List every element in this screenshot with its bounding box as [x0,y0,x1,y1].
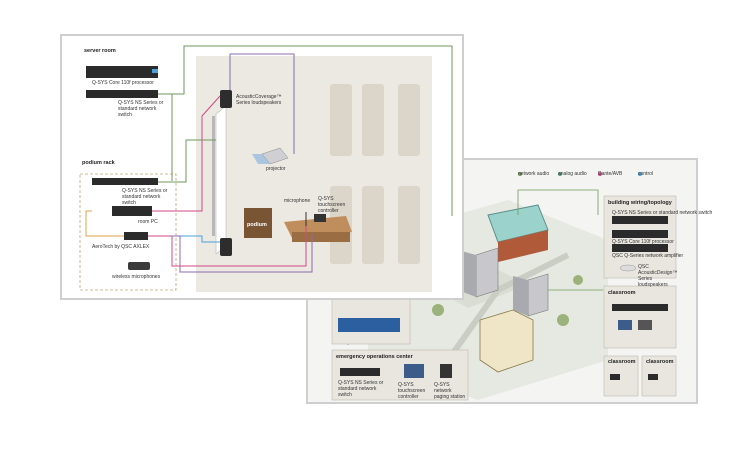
room-floor [196,56,432,292]
small-room-a [603,355,639,397]
legend-item: network audio [518,171,550,177]
cable-pink [152,95,221,212]
desk-touchscreen [314,214,326,222]
tree [432,304,444,316]
campus-topology-diagram: network audio analog audio Dante/AVB con… [306,158,712,404]
room-pc [112,206,152,216]
eoc-touchscreen [404,364,424,378]
cable-orange [85,210,124,237]
rack-switch [92,178,158,185]
building-mid [527,273,549,317]
rack-switch [612,216,668,224]
classroom-illustration [79,45,453,292]
tree [573,275,583,285]
server-room-title: server room [84,48,116,54]
wireless-mics-label: wireless microphones [112,274,161,280]
rack-b-label: Q-SYS Core 110f processor [612,239,674,245]
classroom-switch [612,304,668,311]
eoc-paging-station [440,364,452,378]
eoc-switch [340,368,380,376]
projector-body [261,147,289,165]
switch-label: Q-SYS NS Series or standard network swit… [118,100,164,118]
eoc-touch-label: Q-SYS touchscreen controller [398,382,426,400]
projector-beam [252,154,270,164]
screen-frame [212,116,215,236]
projection-screen [215,105,227,255]
building-mid-side [513,276,528,316]
projector-label: projector [266,166,286,172]
rack-a-label: Q-SYS NS Series or standard network swit… [612,210,713,216]
ceiling-speaker [619,264,637,272]
cable-green [158,45,453,216]
building-left [475,247,499,298]
classroom-title: classroom [608,290,636,296]
desk-front [292,232,350,242]
legend [518,172,642,176]
podium-box [244,208,272,238]
small-room-a-title: classroom [608,359,636,365]
legend-item: Dante/AVB [598,171,623,177]
legend-item: analog audio [558,171,587,177]
rack-core [612,230,668,238]
core-label: Q-SYS Core 110f processor [92,80,154,86]
tree [557,314,569,326]
eoc-switch-label: Q-SYS NS Series or standard network swit… [338,380,384,398]
podium-rack-title: podium rack [82,160,115,166]
legend-item: control [638,171,654,177]
rack-switch-label: Q-SYS NS Series or standard network swit… [122,188,168,206]
speakers-label: AcousticCoverage™ Series loudspeakers [236,94,282,106]
loudspeaker-bottom [220,238,232,256]
campus-illustration [331,172,677,401]
classroom-touch [618,320,632,330]
rack-amp [612,244,668,252]
building-title: building wiring/topology [608,200,672,206]
eoc-page-label: Q-SYS network paging station [434,382,466,400]
glass-building-base [498,230,548,262]
attero-label: AeroTech by QSC AXLEX [92,244,150,250]
podium-label: podium [247,222,267,228]
ceiling-label: QSC AcousticDesign™ Series loudspeakers [638,264,678,288]
network-switch [86,90,158,98]
building-front [479,309,534,373]
podium-rack-outline [79,173,177,291]
touchscreen-label: Q-SYS touchscreen controller [318,196,346,214]
microphone-label: microphone [284,198,311,204]
loudspeaker-top [220,90,232,108]
core-processor [86,66,158,78]
room-pc-label: room PC [138,219,158,225]
small-room-b [641,355,677,397]
wireless-receiver [128,262,150,270]
amp-label: QSC Q-Series network amplifier [612,253,684,259]
attero-device [124,232,148,240]
classroom-system-diagram: server room Q-SYS Core 110f processor Q-… [60,34,464,300]
seating [330,84,420,264]
cable-purple [229,53,295,154]
small-room-b-title: classroom [646,359,674,365]
classroom-device [638,320,652,330]
network-line [517,189,599,215]
classroom-panel [603,285,677,349]
blue-device [338,318,400,332]
emergency-title: emergency operations center [336,354,413,360]
